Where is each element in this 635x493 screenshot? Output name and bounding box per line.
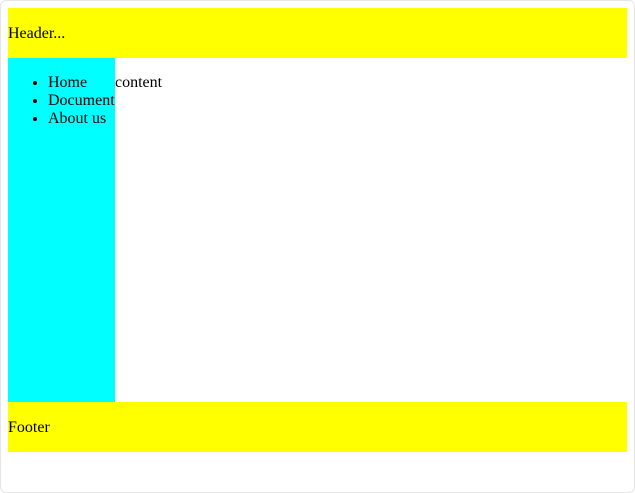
content-text: content — [115, 74, 163, 91]
sidebar: Home Document About us — [8, 58, 115, 402]
header-text: Header... — [8, 24, 66, 42]
nav-list: Home Document About us — [8, 74, 115, 128]
page-header: Header... — [8, 8, 627, 58]
nav-item-about-us[interactable]: About us — [48, 110, 115, 128]
main-content: content — [115, 58, 627, 402]
nav-item-document[interactable]: Document — [48, 92, 115, 110]
page-footer: Footer — [8, 402, 627, 452]
nav-item-home[interactable]: Home — [48, 74, 115, 92]
footer-text: Footer — [8, 418, 50, 436]
